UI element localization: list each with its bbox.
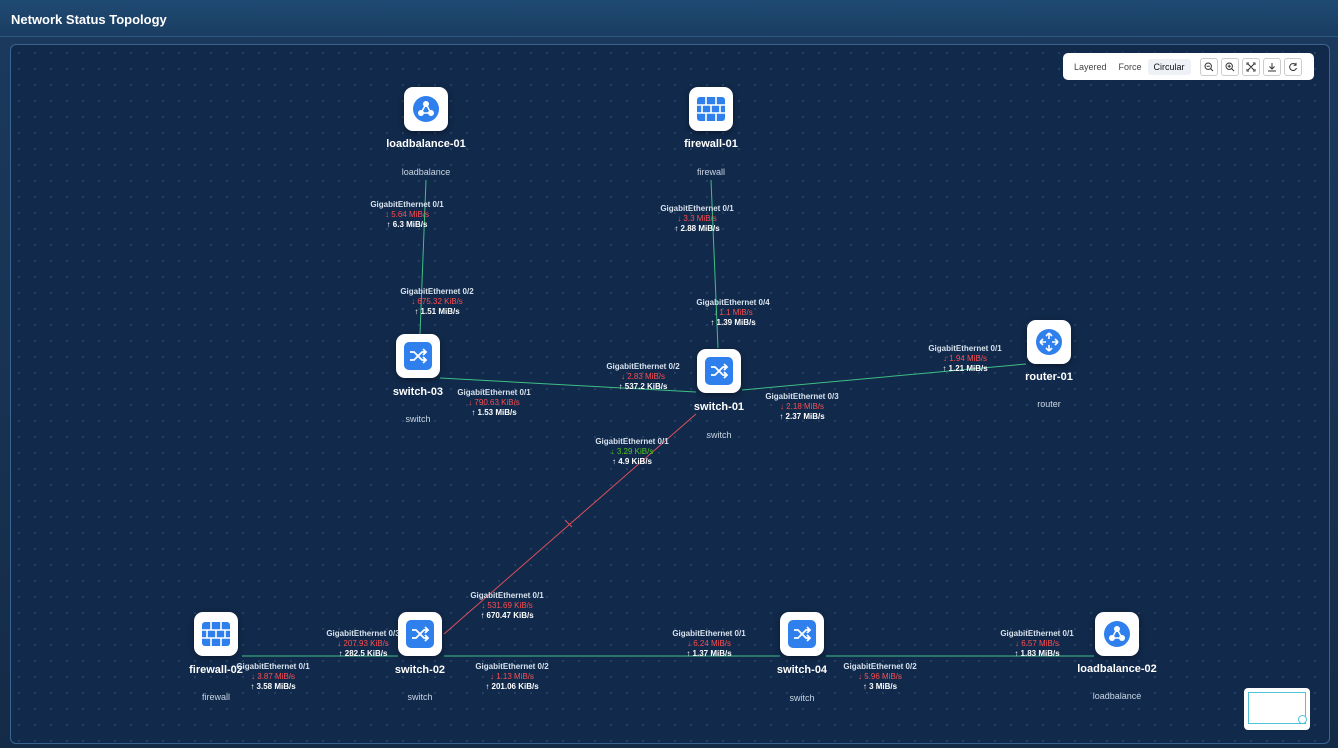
node-name: loadbalance-01 [386,138,466,150]
node-type: loadbalance [1092,691,1142,701]
node-type: switch [789,693,815,703]
link-label: GigabitEthernet 0/3↓ 207.93 KiB/s↑ 282.5… [326,629,400,658]
link-label: GigabitEthernet 0/4↓ 1.1 MiB/s↑ 1.39 MiB… [696,298,770,327]
node-name: firewall-01 [684,138,738,150]
node-name: switch-03 [392,386,444,398]
link-fw1-sw1[interactable] [710,179,719,349]
link-label: GigabitEthernet 0/1↓ 6.24 MiB/s↑ 1.37 Mi… [672,629,746,658]
minimap-resize-handle[interactable] [1298,715,1307,724]
node-name: switch-04 [776,664,828,676]
node-type: firewall [201,692,230,702]
link-label: GigabitEthernet 0/1↓ 1.94 MiB/s↑ 1.21 Mi… [928,344,1002,373]
layout-toolbar: Layered Force Circular [1063,53,1314,80]
switch-icon [406,620,434,648]
link-label: GigabitEthernet 0/2↓ 5.96 MiB/s↑ 3 MiB/s [843,662,917,691]
link-label: GigabitEthernet 0/1↓ 3.29 KiB/s↑ 4.9 KiB… [595,437,669,466]
node-loadbalance-02[interactable] [1095,612,1139,656]
node-type: firewall [696,167,725,177]
link-lb1-sw3[interactable] [419,179,427,335]
zoom-in-icon[interactable] [1220,57,1239,76]
router-icon [1036,329,1062,355]
firewall-icon [697,97,725,121]
node-name: switch-01 [693,401,745,413]
node-type: switch [706,430,732,440]
link-label: GigabitEthernet 0/1↓ 790.63 KiB/s↑ 1.53 … [457,388,531,417]
refresh-icon[interactable] [1283,57,1302,76]
node-switch-03[interactable] [396,334,440,378]
download-icon[interactable] [1262,57,1281,76]
link-sw3-sw1[interactable] [439,377,697,393]
page-title: Network Status Topology [11,12,167,27]
link-label: GigabitEthernet 0/3↓ 2.18 MiB/s↑ 2.37 Mi… [765,392,839,421]
node-name: switch-02 [394,664,446,676]
fit-view-icon[interactable] [1241,57,1260,76]
node-switch-04[interactable] [780,612,824,656]
title-bar [0,0,1338,37]
layout-circular-button[interactable]: Circular [1147,58,1191,75]
layout-layered-button[interactable]: Layered [1074,61,1107,72]
node-name: router-01 [1025,371,1073,383]
switch-icon [788,620,816,648]
node-type: switch [405,414,431,424]
node-name: loadbalance-02 [1077,663,1157,675]
node-switch-01[interactable] [697,349,741,393]
node-switch-02[interactable] [398,612,442,656]
link-sw1-r1[interactable] [741,363,1027,391]
link-label: GigabitEthernet 0/2↓ 2.83 MiB/s↑ 537.2 K… [606,362,680,391]
node-type: loadbalance [401,167,451,177]
link-down-marker [564,519,573,528]
switch-icon [705,357,733,385]
node-type: switch [407,692,433,702]
node-firewall-01[interactable] [689,87,733,131]
switch-icon [404,342,432,370]
link-label: GigabitEthernet 0/1↓ 3.3 MiB/s↑ 2.88 MiB… [660,204,734,233]
link-label: GigabitEthernet 0/1↓ 6.57 MiB/s↑ 1.83 Mi… [1000,629,1074,658]
node-router-01[interactable] [1027,320,1071,364]
link-label: GigabitEthernet 0/2↓ 1.13 MiB/s↑ 201.06 … [475,662,549,691]
node-type: router [1037,399,1061,409]
node-name: firewall-02 [189,664,243,676]
firewall-icon [202,622,230,646]
node-loadbalance-01[interactable] [404,87,448,131]
link-label: GigabitEthernet 0/2↓ 675.32 KiB/s↑ 1.51 … [400,287,474,316]
link-label: GigabitEthernet 0/1↓ 3.87 MiB/s↑ 3.58 Mi… [236,662,310,691]
minimap-viewport[interactable] [1248,692,1306,724]
loadbalance-icon [1104,621,1130,647]
loadbalance-icon [413,96,439,122]
link-label: GigabitEthernet 0/1↓ 531.69 KiB/s↑ 670.4… [470,591,544,620]
layout-force-button[interactable]: Force [1118,61,1142,72]
link-sw1-sw2[interactable] [443,413,697,635]
node-firewall-02[interactable] [194,612,238,656]
minimap[interactable] [1244,688,1310,730]
zoom-out-icon[interactable] [1199,57,1218,76]
link-label: GigabitEthernet 0/1↓ 5.64 MiB/s↑ 6.3 MiB… [370,200,444,229]
